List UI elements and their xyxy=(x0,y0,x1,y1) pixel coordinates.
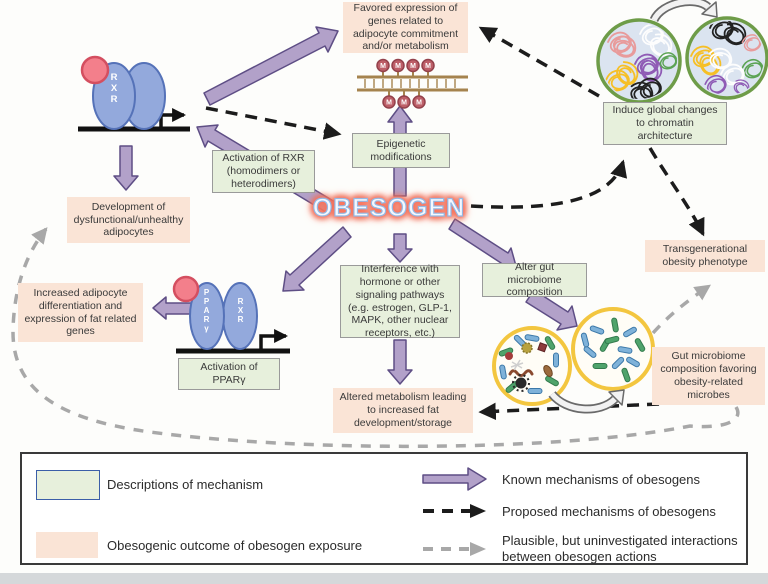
gut-microbiome-illustration xyxy=(492,307,655,414)
box-alter-gut-microbiome: Alter gut microbiome composition xyxy=(482,260,587,299)
obesogen-title: OBESOGEN xyxy=(312,193,466,222)
ppar-oval-label: PPARγ xyxy=(202,288,211,333)
microbiome-transition-arrow-icon xyxy=(548,389,625,414)
box-altered-metabolism: Altered metabolism leading to increased … xyxy=(333,388,473,433)
box-development-text: Development of dysfunctional/unhealthy a… xyxy=(73,200,184,239)
svg-text:M: M xyxy=(380,63,386,70)
legend-outcome-swatch xyxy=(36,532,98,558)
known-arrow-interference-to-altered-metabolism xyxy=(387,339,413,385)
proposed-arrow-rxr-to-epigenetic xyxy=(205,106,342,140)
box-favored-expression-text: Favored expression of genes related to a… xyxy=(352,1,459,53)
ligand-icon xyxy=(172,275,200,303)
proposed-arrow-obesogen-to-chromatin-architecture xyxy=(470,159,628,209)
box-gut-microbiome-text: Gut microbiome composition favoring obes… xyxy=(660,350,757,401)
methyl-mark-labels: M M M M M M M xyxy=(380,63,431,107)
chromatin-nuclei-illustration xyxy=(596,0,768,104)
box-activation-ppar: Activation of PPARγ xyxy=(178,358,280,390)
box-transgenerational-text: Transgenerational obesity phenotype xyxy=(662,243,748,268)
plausible-arrow-microbiome-to-transgenerational xyxy=(651,284,711,335)
box-alter-gut-text: Alter gut microbiome composition xyxy=(506,260,563,299)
ppar-rxr-illustration xyxy=(172,275,290,354)
legend-proposed-label: Proposed mechanisms of obesogens xyxy=(502,504,716,519)
box-increased-adipocyte-text: Increased adipocyte differentiation and … xyxy=(24,286,137,338)
svg-text:M: M xyxy=(410,63,416,70)
rxr-dimer-label: RXR xyxy=(108,72,120,105)
box-interference-signaling: Interference with hormone or other signa… xyxy=(340,263,460,340)
legend-mechanism-label: Descriptions of mechanism xyxy=(107,477,264,492)
ligand-icon xyxy=(80,55,110,85)
box-transgenerational: Transgenerational obesity phenotype xyxy=(645,240,765,272)
legend-outcome-label: Obesogenic outcome of obesogen exposure xyxy=(107,538,363,553)
known-arrow-rxr-to-favored-expression xyxy=(203,26,339,106)
legend-known-label: Known mechanisms of obesogens xyxy=(502,472,701,487)
legend-proposed-arrow-icon xyxy=(423,504,486,518)
bottom-strip xyxy=(0,573,768,584)
legend-mechanism-swatch xyxy=(36,470,100,500)
ppar-partner-rxr-label: RXR xyxy=(236,297,245,324)
legend-plausible-arrow-icon xyxy=(423,542,486,556)
svg-text:M: M xyxy=(425,63,431,70)
chromatin-transition-arrow-icon xyxy=(649,0,718,23)
plausible-arrow-gut-to-adipocytes-arc xyxy=(11,227,740,449)
box-increased-adipocyte: Increased adipocyte differentiation and … xyxy=(18,283,143,342)
box-activation-ppar-text: Activation of PPARγ xyxy=(200,361,258,386)
box-activation-rxr: Activation of RXR (homodimers or heterod… xyxy=(212,150,315,193)
legend-known-arrow-icon xyxy=(422,467,487,491)
legend: Descriptions of mechanism Obesogenic out… xyxy=(20,452,748,565)
svg-text:M: M xyxy=(401,100,407,107)
known-arrow-obesogen-to-ppar xyxy=(282,226,352,292)
box-epigenetic-modifications: Epigenetic modifications xyxy=(352,133,450,168)
svg-text:M: M xyxy=(386,100,392,107)
box-development-adipocytes: Development of dysfunctional/unhealthy a… xyxy=(67,197,190,243)
known-arrow-obesogen-to-interference xyxy=(387,233,413,263)
rxr-dimer-illustration xyxy=(78,55,190,132)
legend-plausible-label: Plausible, but uninvestigated interactio… xyxy=(502,533,738,565)
dna-methylation-illustration: M M M M M M M xyxy=(357,58,468,109)
box-interference-text: Interference with hormone or other signa… xyxy=(348,263,452,340)
box-altered-metabolism-text: Altered metabolism leading to increased … xyxy=(339,391,467,429)
svg-text:M: M xyxy=(416,100,422,107)
box-gut-microbiome-outcome: Gut microbiome composition favoring obes… xyxy=(652,347,765,405)
box-induce-global-text: Induce global changes to chromatin archi… xyxy=(612,104,718,142)
proposed-arrow-chromatin-to-favored-expression xyxy=(478,26,600,98)
box-favored-expression: Favored expression of genes related to a… xyxy=(343,2,468,53)
svg-text:M: M xyxy=(395,63,401,70)
proposed-arrow-chromatin-to-transgenerational xyxy=(648,147,705,237)
known-arrow-rxr-to-development xyxy=(113,145,139,191)
box-activation-rxr-text: Activation of RXR (homodimers or heterod… xyxy=(222,152,305,190)
box-epigenetic-text: Epigenetic modifications xyxy=(370,137,432,163)
box-induce-global-changes: Induce global changes to chromatin archi… xyxy=(603,102,727,145)
